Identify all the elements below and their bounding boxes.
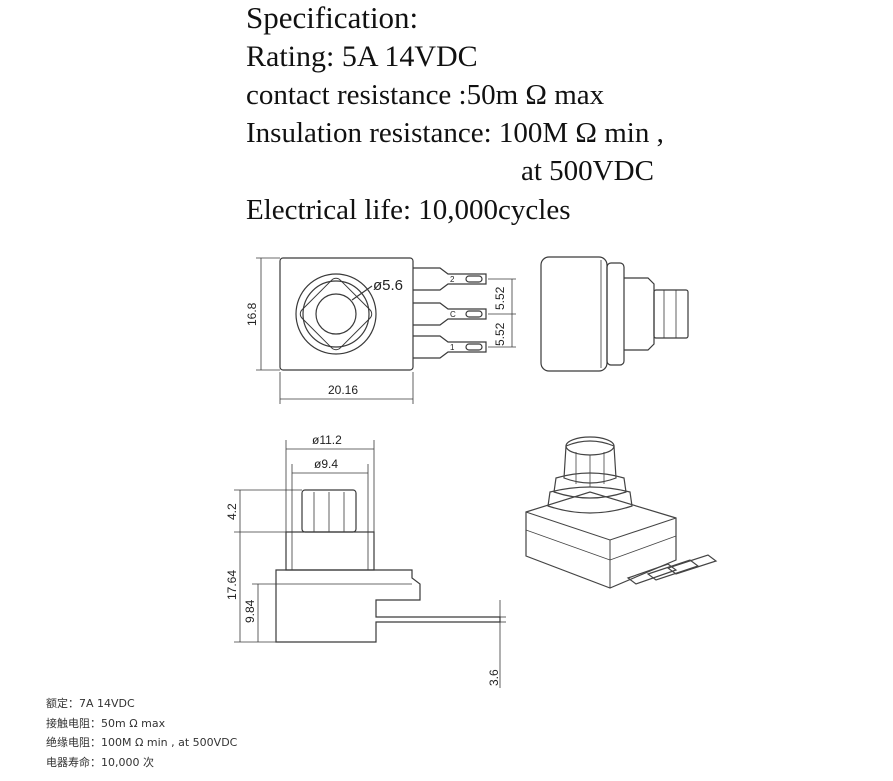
iso-actuator: [563, 440, 617, 484]
pin-length-label: 3.6: [487, 669, 501, 686]
hole-leader: [351, 285, 373, 301]
pin-label-2: 2: [450, 275, 455, 284]
chinese-spec-notes: 额定：7A 14VDC 接触电阻：50m Ω max 绝缘电阻：100M Ω m…: [46, 694, 237, 772]
iso-collar: [553, 472, 627, 499]
pin-pitch-a-label: 5.52: [493, 286, 507, 310]
outer-diameter-label: ø11.2: [312, 433, 342, 447]
iso-body: [525, 491, 677, 589]
side-view: [540, 256, 689, 372]
body-height-label: 17.64: [225, 570, 239, 600]
base-height-label: 9.84: [243, 599, 257, 623]
spec-title: Specification:: [246, 0, 419, 35]
side-view-actuator: [653, 289, 689, 339]
spec-insulation-resistance: Insulation resistance: 100M Ω min ,: [246, 117, 664, 149]
note-label: 接触电阻：: [46, 716, 101, 730]
note-label: 绝缘电阻：: [46, 736, 101, 749]
cap-height-label: 4.2: [225, 503, 239, 520]
front-view-outer-ring: [295, 273, 377, 355]
pin-label-c: C: [450, 310, 456, 319]
elevation-collar: [285, 531, 375, 571]
front-view-body: [279, 257, 414, 371]
front-view-square: [299, 277, 373, 351]
note-row-rating: 额定：7A 14VDC: [46, 694, 237, 714]
note-label: 额定：: [46, 697, 79, 710]
note-row-contact-resistance: 接触电阻：50m Ω max: [46, 714, 237, 734]
front-view-hole: [315, 293, 357, 335]
note-row-electrical-life: 电器寿命：10,000 次: [46, 753, 237, 773]
spec-electrical-life: Electrical life: 10,000cycles: [246, 194, 571, 226]
width-label: 20.16: [328, 383, 358, 397]
side-view-collar: [606, 262, 625, 366]
iso-pins: [626, 554, 718, 585]
isometric-view: [525, 436, 718, 589]
spec-insulation-voltage: at 500VDC: [521, 155, 654, 187]
spec-rating: Rating: 5A 14VDC: [246, 40, 478, 73]
spec-contact-resistance: contact resistance :50m Ω max: [246, 79, 605, 111]
note-value: 7A 14VDC: [79, 697, 135, 710]
front-view-mid-ring: [302, 280, 370, 348]
note-value: 10,000 次: [101, 755, 154, 769]
pin-label-1: 1: [450, 343, 455, 352]
side-view-body: [540, 256, 608, 372]
front-view-pins: [413, 267, 487, 359]
height-label: 16.8: [245, 302, 259, 326]
note-row-insulation-resistance: 绝缘电阻：100M Ω min , at 500VDC: [46, 733, 237, 753]
note-value: 100M Ω min , at 500VDC: [101, 736, 238, 749]
hole-diameter-label: ø5.6: [373, 277, 403, 294]
elevation-view: ø11.2 ø9.4 4.2 17.64 9.84 3.6: [225, 433, 506, 688]
pin-pitch-b-label: 5.52: [493, 322, 507, 346]
note-value: 50m Ω max: [101, 716, 166, 730]
elevation-base: [275, 569, 501, 643]
front-view: ø5.6 2 C 1 5.52 5.52 16.8 20.16: [245, 257, 516, 404]
inner-diameter-label: ø9.4: [314, 457, 338, 471]
note-label: 电器寿命：: [46, 755, 101, 769]
